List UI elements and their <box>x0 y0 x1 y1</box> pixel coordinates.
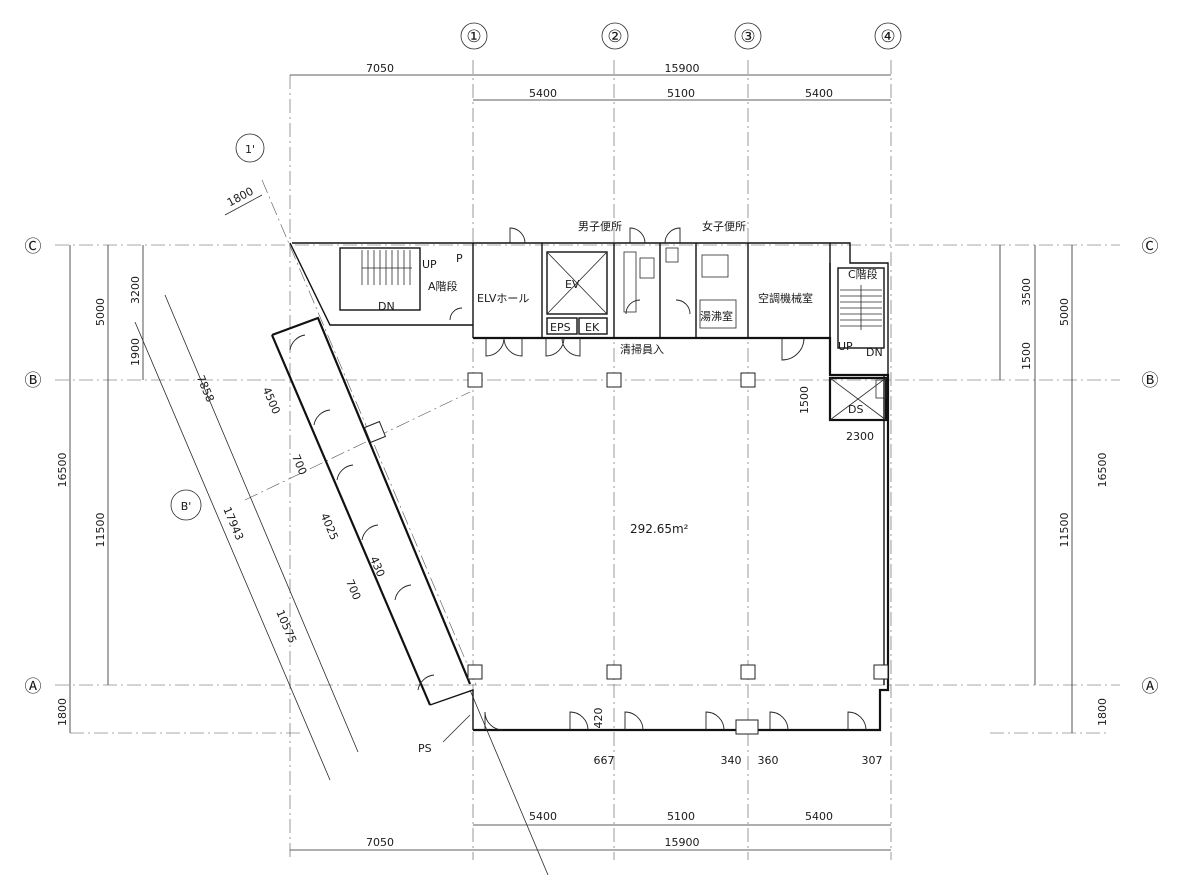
axis-a-left-bubble: Ⓐ <box>25 677 42 697</box>
grid-lines <box>55 60 1120 860</box>
doors <box>289 227 867 731</box>
svg-text:1800: 1800 <box>56 698 69 726</box>
mens-wc-label: 男子便所 <box>578 220 622 233</box>
svg-text:420: 420 <box>592 708 605 729</box>
svg-text:7050: 7050 <box>366 836 394 849</box>
elv-hall-label: ELVホール <box>477 292 529 305</box>
stair-c-up-label: UP <box>838 340 853 353</box>
svg-text:Ⓐ: Ⓐ <box>25 677 42 697</box>
ds-label: DS <box>848 403 863 416</box>
axis-3-bubble: ③ <box>734 22 762 50</box>
svg-text:2300: 2300 <box>846 430 874 443</box>
axis-c-left-bubble: Ⓒ <box>25 237 42 257</box>
svg-text:1800: 1800 <box>1096 698 1109 726</box>
svg-text:4025: 4025 <box>318 511 341 542</box>
svg-text:700: 700 <box>343 577 363 601</box>
svg-text:①: ① <box>466 27 481 47</box>
dimension-lines <box>69 74 1073 851</box>
svg-text:3200: 3200 <box>129 276 142 304</box>
hvac-room-label: 空調機械室 <box>758 291 813 305</box>
svg-text:④: ④ <box>880 27 895 47</box>
svg-text:5000: 5000 <box>94 298 107 326</box>
axis-c-right-bubble: Ⓒ <box>1142 237 1159 257</box>
axis-4-bubble: ④ <box>874 22 902 50</box>
stair-c-dn-label: DN <box>866 346 883 359</box>
svg-text:5400: 5400 <box>529 810 557 823</box>
ps-leader <box>442 714 471 743</box>
svg-text:1900: 1900 <box>129 338 142 366</box>
ek-label: EK <box>585 321 600 334</box>
walls <box>270 242 890 732</box>
svg-text:②: ② <box>607 27 622 47</box>
svg-text:667: 667 <box>594 754 615 767</box>
svg-text:Ⓐ: Ⓐ <box>1142 677 1159 697</box>
svg-text:③: ③ <box>740 27 755 47</box>
axis-b-right-bubble: Ⓑ <box>1142 371 1159 391</box>
svg-text:340: 340 <box>721 754 742 767</box>
svg-text:700: 700 <box>289 452 309 476</box>
svg-text:7858: 7858 <box>194 373 217 404</box>
womens-wc-label: 女子便所 <box>702 219 746 233</box>
svg-text:3500: 3500 <box>1020 278 1033 306</box>
columns <box>363 372 889 735</box>
stair-c-label: C階段 <box>848 267 878 281</box>
diag-extension <box>469 689 549 875</box>
svg-text:15900: 15900 <box>665 836 700 849</box>
floor-area-label: 292.65m² <box>630 522 689 536</box>
svg-text:1': 1' <box>245 143 255 156</box>
axis-a-right-bubble: Ⓐ <box>1142 677 1159 697</box>
cleaning-label: 清掃員入 <box>620 342 664 356</box>
svg-text:307: 307 <box>862 754 883 767</box>
svg-text:4500: 4500 <box>260 385 283 416</box>
axis-b-left-bubble: Ⓑ <box>25 371 42 391</box>
axis-bubbles: ① ② ③ ④ Ⓒ Ⓑ Ⓐ Ⓒ Ⓑ Ⓐ 1' B' <box>25 22 1159 697</box>
svg-text:16500: 16500 <box>56 453 69 488</box>
stair-a-label: A階段 <box>428 279 458 293</box>
svg-text:11500: 11500 <box>94 513 107 548</box>
svg-text:Ⓑ: Ⓑ <box>1142 371 1159 391</box>
axis-bprime-bubble: B' <box>170 489 202 521</box>
svg-text:Ⓑ: Ⓑ <box>25 371 42 391</box>
stair-a-up-label: UP <box>422 258 437 271</box>
svg-text:5400: 5400 <box>529 87 557 100</box>
svg-text:5400: 5400 <box>805 87 833 100</box>
pantry-label: 湯沸室 <box>700 309 733 323</box>
svg-text:5100: 5100 <box>667 810 695 823</box>
svg-text:16500: 16500 <box>1096 453 1109 488</box>
axis-1prime-bubble: 1' <box>235 133 265 163</box>
svg-text:7050: 7050 <box>366 62 394 75</box>
eps-label: EPS <box>550 321 571 334</box>
axis-1-bubble: ① <box>460 22 488 50</box>
stair-a-dn-label: DN <box>378 300 395 313</box>
axis-2-bubble: ② <box>601 22 629 50</box>
ps-label: PS <box>418 742 432 755</box>
svg-text:1500: 1500 <box>1020 342 1033 370</box>
svg-text:Ⓒ: Ⓒ <box>25 237 42 257</box>
svg-text:Ⓒ: Ⓒ <box>1142 237 1159 257</box>
ev-label: EV <box>565 278 580 291</box>
svg-text:B': B' <box>181 500 192 513</box>
p-mark-label: P <box>456 252 463 265</box>
svg-text:5000: 5000 <box>1058 298 1071 326</box>
svg-text:1800: 1800 <box>225 185 256 210</box>
svg-text:10575: 10575 <box>273 608 299 645</box>
svg-text:5100: 5100 <box>667 87 695 100</box>
svg-text:17943: 17943 <box>220 505 246 542</box>
svg-text:1500: 1500 <box>798 386 811 414</box>
svg-text:11500: 11500 <box>1058 513 1071 548</box>
svg-text:15900: 15900 <box>665 62 700 75</box>
svg-text:360: 360 <box>758 754 779 767</box>
svg-text:5400: 5400 <box>805 810 833 823</box>
room-labels: A階段 C階段 ELVホール EV EPS EK 男子便所 女子便所 湯沸室 空… <box>378 219 883 755</box>
